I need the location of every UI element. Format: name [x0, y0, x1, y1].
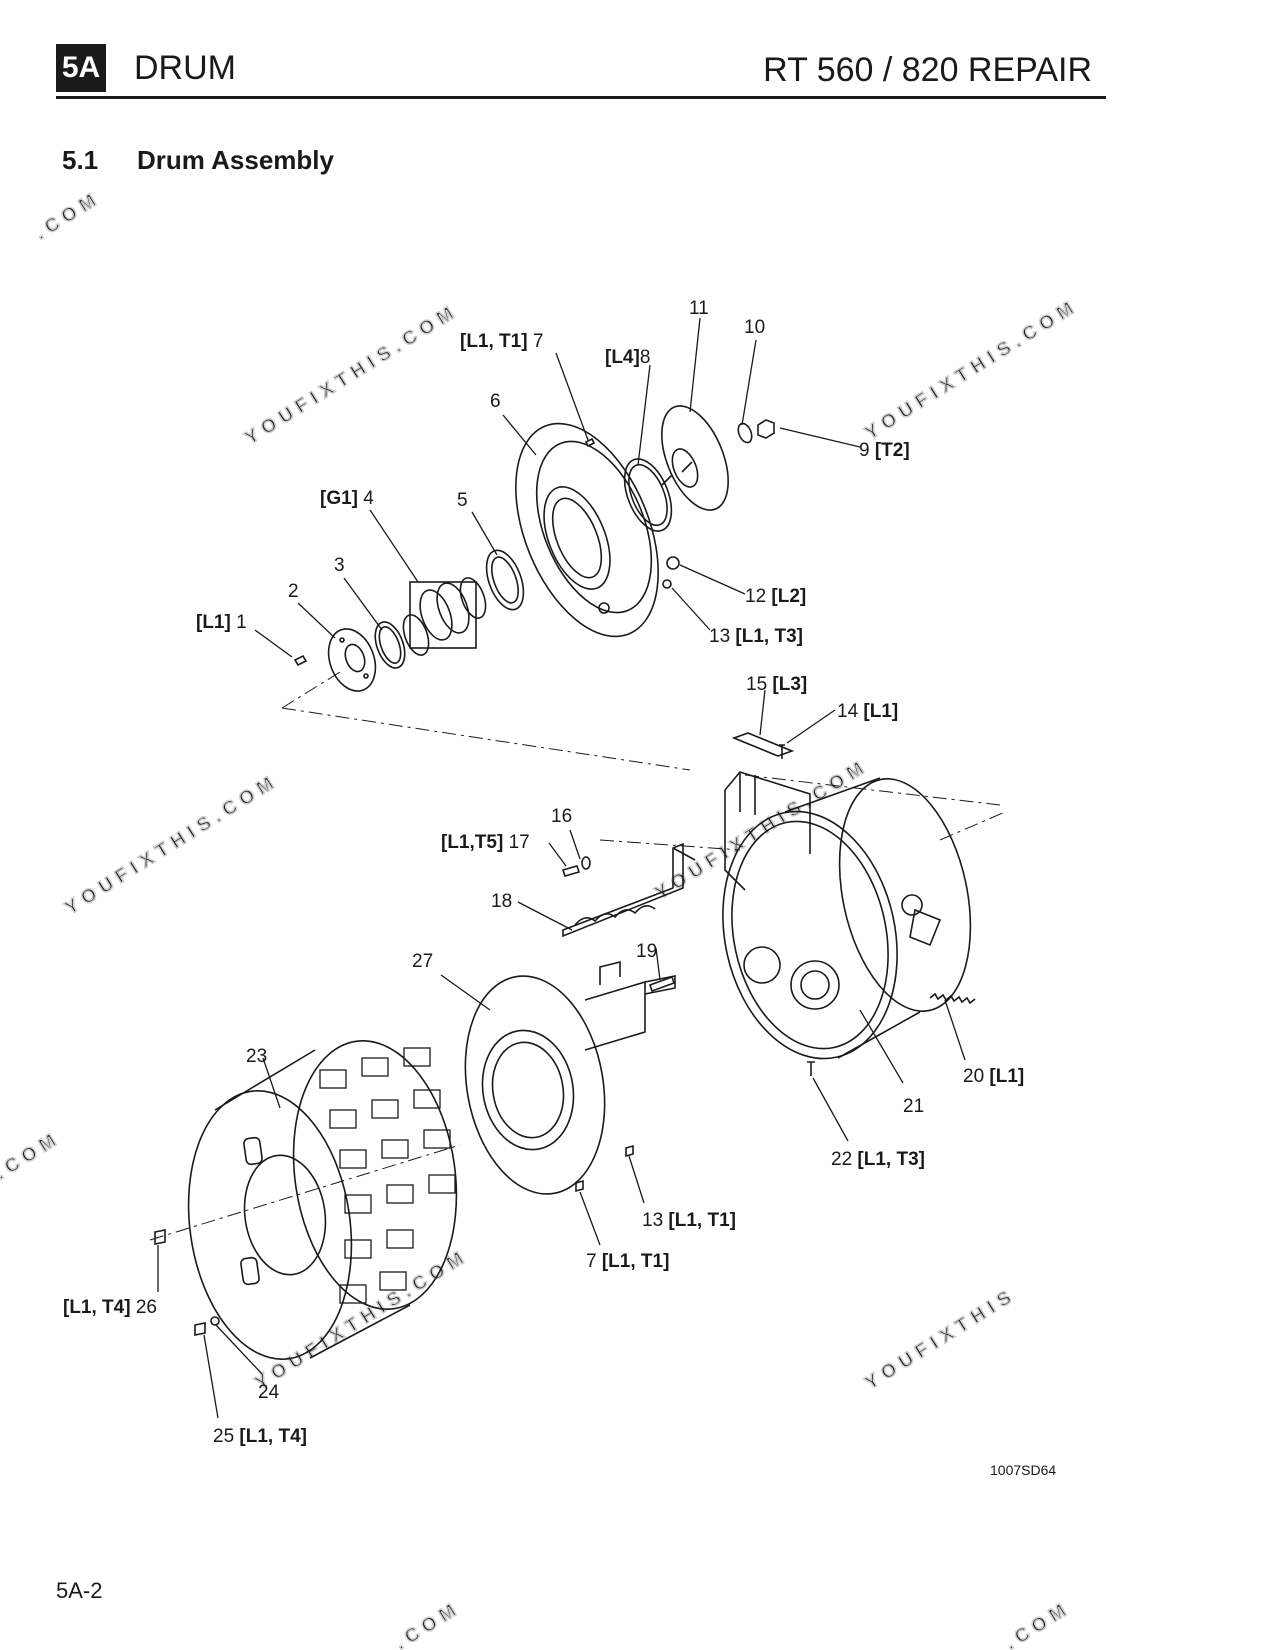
output-flange-part-11: [661, 405, 729, 511]
watermark: YOUFIXTHIS.COM: [62, 770, 283, 919]
callout-27: 27: [412, 951, 433, 972]
screw-part-13-bottom: [625, 1144, 634, 1158]
bearing-part-4: [402, 577, 487, 656]
callout-23: 23: [246, 1046, 267, 1067]
section-badge: 5A: [56, 44, 106, 92]
watermark: YOUFIXTHIS.COM: [862, 295, 1083, 444]
washer-part-24: [210, 1316, 220, 1326]
hydraulic-motor-part-27: [464, 960, 676, 1195]
screw-part-25: [194, 1322, 206, 1336]
watermark: YOUFIXTHIS: [862, 1284, 1021, 1394]
seal-part-5: [485, 549, 525, 611]
screw-part-26: [154, 1229, 166, 1245]
callout-3: 3: [334, 555, 345, 576]
callout-18: 18: [491, 891, 512, 912]
nut-part-9: [757, 419, 775, 439]
watermark: .COM: [392, 1597, 466, 1650]
callout-22: 22 [L1, T3]: [831, 1149, 925, 1170]
page-number: 5A-2: [56, 1578, 103, 1603]
callout-12: 12 [L2]: [745, 586, 806, 607]
callout-8: [L4]8: [605, 347, 650, 368]
watermark: .COM: [0, 1127, 65, 1184]
watermark: .COM: [1002, 1597, 1076, 1650]
callout-2: 2: [288, 581, 299, 602]
callout-15: 15 [L3]: [746, 674, 807, 695]
callout-20: 20 [L1]: [963, 1066, 1024, 1087]
retainer-plate-part-2: [327, 628, 377, 692]
callout-labels: [L1] 1 2 3 [G1] 4 5 6 [L1, T1] 7 [L4]8 9…: [63, 298, 1056, 1478]
callout-24: 24: [258, 1382, 280, 1403]
callout-4: [G1] 4: [320, 488, 374, 509]
section-heading: 5.1 Drum Assembly: [62, 144, 334, 176]
callout-1: [L1] 1: [196, 612, 247, 633]
snap-ring-part-3: [374, 621, 406, 669]
drum-shell-part-23: [187, 1040, 458, 1360]
washer-part-10: [737, 422, 753, 444]
callout-26: [L1, T4] 26: [63, 1297, 157, 1318]
watermark: YOUFIXTHIS.COM: [652, 755, 873, 904]
callout-17: [L1,T5] 17: [441, 832, 530, 853]
bracket-part-15: [731, 732, 795, 757]
screw-part-1: [293, 654, 308, 667]
key-part-19: [648, 975, 676, 993]
callout-5: 5: [457, 490, 468, 511]
plug-part-12: [666, 556, 680, 570]
callout-25: 25 [L1, T4]: [213, 1426, 307, 1447]
watermark: .COM: [32, 187, 106, 244]
washer-part-16: [581, 856, 591, 870]
section-name: Drum Assembly: [137, 145, 334, 175]
screw-part-7-bottom: [575, 1179, 584, 1193]
screw-part-17: [561, 865, 581, 877]
screw-part-7-top: [584, 437, 596, 448]
guide-bracket-part-18: [562, 842, 696, 938]
section-number: 5.1: [62, 145, 99, 175]
watermark: YOUFIXTHIS.COM: [242, 300, 463, 449]
document-title: RT 560 / 820 REPAIR: [763, 51, 1092, 89]
watermark-layer: YOUFIXTHIS.COM YOUFIXTHIS.COM YOUFIXTHIS…: [0, 187, 1083, 1650]
callout-19: 19: [636, 941, 657, 962]
callout-9: 9 [T2]: [859, 440, 910, 461]
o-ring-part-8: [623, 458, 673, 532]
housing-flange-part-6: [515, 422, 659, 638]
drum-housing-part-21: [722, 771, 972, 1060]
callout-11: 11: [689, 298, 709, 319]
callout-21: 21: [903, 1096, 924, 1117]
screw-part-22: [807, 1061, 815, 1076]
leader-lines: [157, 317, 966, 1419]
callout-7-bottom: 7 [L1, T1]: [586, 1251, 669, 1272]
section-title: DRUM: [134, 49, 236, 87]
callout-13-top: 13 [L1, T3]: [709, 626, 803, 647]
callout-7-top: [L1, T1] 7: [460, 331, 543, 352]
callout-6: 6: [490, 391, 501, 412]
callout-14: 14 [L1]: [837, 701, 898, 722]
callout-13-bottom: 13 [L1, T1]: [642, 1210, 736, 1231]
figure-number: 1007SD64: [990, 1462, 1056, 1478]
callout-10: 10: [744, 317, 765, 338]
screw-part-14: [779, 744, 785, 759]
screw-part-13-top: [662, 579, 672, 589]
spring-part-20: [929, 992, 976, 1005]
watermark: YOUFIXTHIS.COM: [252, 1245, 473, 1394]
callout-16: 16: [551, 806, 572, 827]
page-header: 5A DRUM RT 560 / 820 REPAIR: [56, 44, 1106, 99]
